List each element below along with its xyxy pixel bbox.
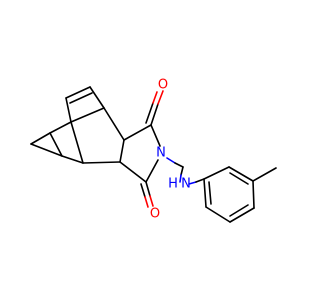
molecule-structure: O O N N H <box>30 78 277 223</box>
bond-co-bot-b-red <box>144 196 149 208</box>
bond-ch2-nh <box>180 166 184 176</box>
bond-ch2-nh-blue <box>179 174 182 183</box>
bond-co-top-b <box>145 102 154 124</box>
linker-bonds <box>166 157 205 185</box>
bond-methyl <box>252 167 277 182</box>
bond-c-co-bottom <box>119 161 147 183</box>
tolyl-ring-bonds <box>203 166 277 223</box>
carbonyl-bottom <box>140 181 154 208</box>
carbonyl-top <box>145 90 164 126</box>
bond-co-n-bottom <box>145 159 159 183</box>
bond-bridge-down <box>70 121 84 164</box>
ring-bond-3 <box>252 180 255 209</box>
imide-ring-bonds <box>119 124 161 183</box>
bond-cp-1 <box>49 121 72 134</box>
bond-cp-4 <box>49 132 63 157</box>
ring-bond-2 <box>228 166 254 182</box>
bond-cp-3 <box>30 143 63 157</box>
bond-bh-bot-fused <box>82 161 121 164</box>
imide-nitrogen-label: N <box>156 146 166 161</box>
amine-nitrogen-label: N <box>181 177 191 192</box>
bond-fused <box>119 139 125 163</box>
bond-nh-ar <box>195 178 205 183</box>
bond-bridgehead-alkene <box>89 86 105 109</box>
ring-bond-5 <box>205 206 231 223</box>
ring-bond-4 <box>229 207 255 223</box>
bond-alkene <box>65 86 91 99</box>
amine-hydrogen-label: H <box>168 177 178 192</box>
ring-bond-6 <box>203 178 207 208</box>
bond-n-ch2 <box>174 162 184 168</box>
bond-c-co-top <box>123 124 152 141</box>
oxygen-top-label: O <box>158 78 168 93</box>
ring-double-3 <box>208 181 212 205</box>
bond-nh-ar-blue <box>188 181 197 185</box>
bond-co-bot-a-red <box>149 195 154 207</box>
bond-alkene-back <box>65 97 72 123</box>
bond-alkene-inner <box>69 92 93 104</box>
ring-double-1 <box>229 172 249 185</box>
bond-co-bot-a <box>145 181 151 197</box>
ring-bond-1 <box>203 166 230 180</box>
bond-co-top-b-red <box>152 91 158 104</box>
bond-cp-2 <box>30 132 51 145</box>
ring-double-2 <box>229 204 249 217</box>
bond-n-ch2-blue <box>166 157 176 164</box>
cage-bonds <box>30 86 125 164</box>
bond-co-n-top <box>150 124 161 147</box>
bond-bridge <box>70 107 105 123</box>
bond-co-top-a <box>150 103 159 126</box>
bond-cp-5 <box>61 155 84 164</box>
bond-bh-top-fused <box>103 107 125 141</box>
bond-co-bot-b <box>140 183 146 198</box>
bond-co-top-a-red <box>157 90 164 105</box>
oxygen-bottom-label: O <box>150 207 160 222</box>
